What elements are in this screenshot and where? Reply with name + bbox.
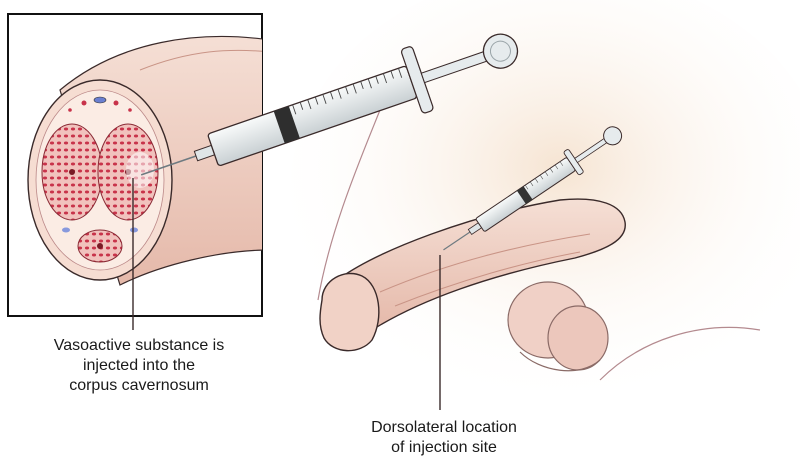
syringe-small	[443, 126, 623, 251]
label-injection-site: Dorsolateral location of injection site	[338, 418, 550, 458]
label-cross-section: Vasoactive substance is injected into th…	[8, 336, 270, 396]
label-line: corpus cavernosum	[69, 377, 209, 394]
body-contour	[317, 109, 761, 381]
label-line: of injection site	[391, 439, 497, 456]
syringe-large	[140, 33, 519, 176]
scrotum	[507, 281, 609, 372]
cross-section-inset	[7, 13, 263, 317]
label-line: Vasoactive substance is	[53, 337, 225, 354]
penis-shaft	[319, 198, 626, 352]
label-line: injected into the	[82, 357, 196, 374]
label-line: Dorsolateral location	[371, 419, 517, 436]
